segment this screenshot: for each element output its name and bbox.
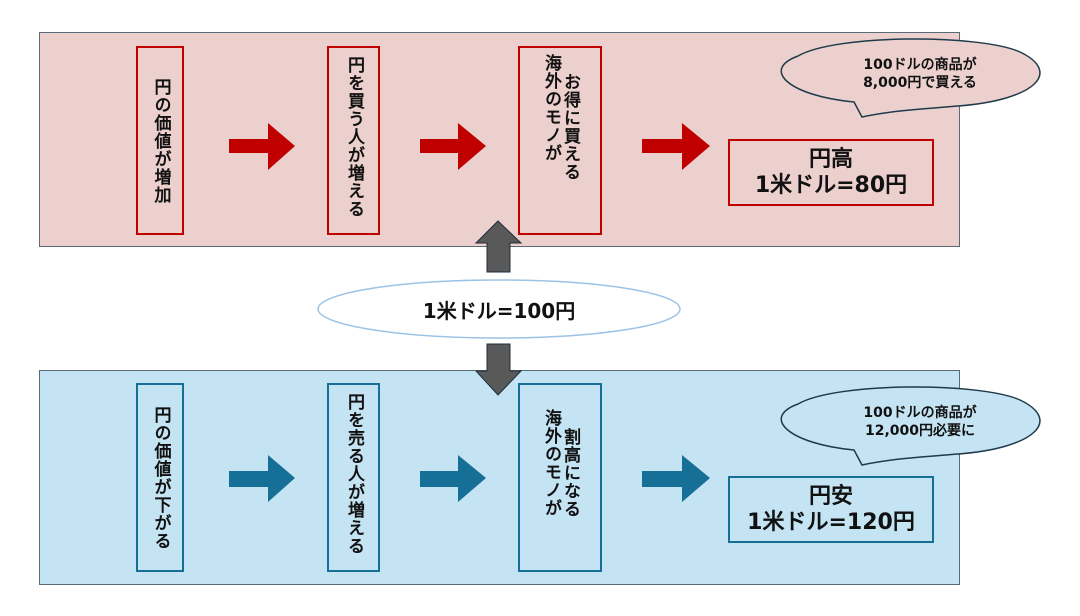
up-arrow-icon (474, 220, 523, 273)
step-box-foreign-goods-expensive: 海外のモノが 割高になる (518, 383, 602, 572)
step-text: 円を買う人が増える (344, 56, 364, 218)
result-box-yen-high: 円高 1米ドル=80円 (728, 139, 934, 206)
bubble-line: 12,000円必要に (864, 423, 976, 439)
speech-bubble-bottom (780, 386, 1041, 466)
base-rate-label: 1米ドル=100円 (422, 298, 576, 323)
step-text: 円を売る人が増える (344, 393, 364, 555)
result-rate: 1米ドル=80円 (754, 172, 908, 198)
result-rate: 1米ドル=120円 (747, 509, 915, 535)
step-text-line1: 海外のモノが (541, 54, 561, 162)
bubble-line: 8,000円で買える (863, 75, 977, 91)
speech-bubble-top (780, 38, 1041, 118)
bubble-line: 100ドルの商品が (863, 405, 977, 421)
step-box-yen-value-down: 円の価値が下がる (136, 383, 184, 572)
base-rate-ellipse (317, 279, 681, 339)
flow-arrow-right-icon (420, 455, 486, 502)
down-arrow-icon (474, 343, 523, 396)
bubble-text-top: 100ドルの商品が 8,000円で買える (820, 56, 1020, 92)
result-title: 円高 (808, 146, 853, 172)
flow-arrow-right-icon (642, 455, 710, 502)
step-box-foreign-goods-cheap: 海外のモノが お得に買える (518, 46, 602, 235)
step-text: 円の価値が下がる (150, 405, 171, 550)
step-box-buy-yen: 円を買う人が増える (327, 46, 380, 235)
result-box-yen-low: 円安 1米ドル=120円 (728, 476, 934, 543)
step-text-line2: 割高になる (560, 428, 580, 518)
flow-arrow-right-icon (229, 455, 295, 502)
flow-arrow-right-icon (420, 123, 486, 170)
result-title: 円安 (808, 483, 853, 509)
step-box-yen-value-up: 円の価値が増加 (136, 46, 184, 235)
flow-arrow-right-icon (229, 123, 295, 170)
step-text-line2: お得に買える (560, 73, 580, 181)
flow-arrow-right-icon (642, 123, 710, 170)
bubble-text-bottom: 100ドルの商品が 12,000円必要に (820, 404, 1020, 440)
step-box-sell-yen: 円を売る人が増える (327, 383, 380, 572)
bubble-line: 100ドルの商品が (863, 57, 977, 73)
step-text-line1: 海外のモノが (541, 409, 561, 517)
step-text: 円の価値が増加 (150, 77, 171, 204)
